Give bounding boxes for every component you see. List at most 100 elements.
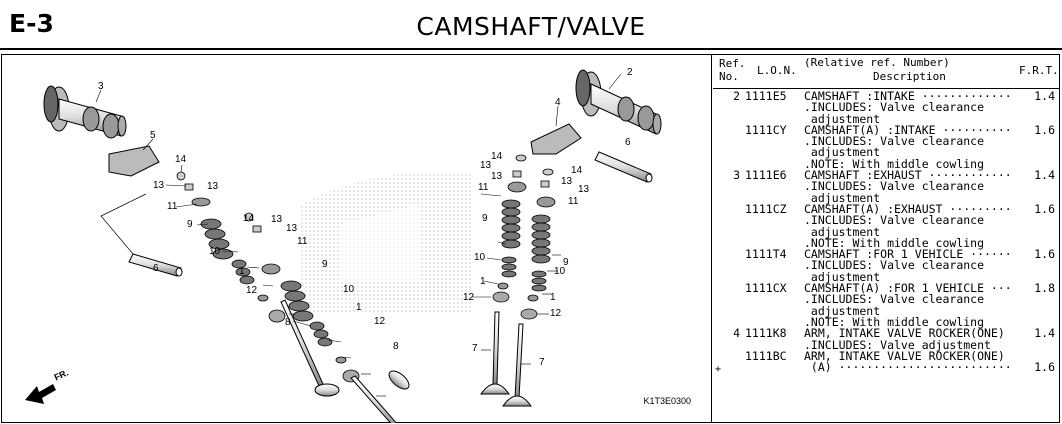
callout-12: 12 <box>246 285 258 296</box>
callout-10: 10 <box>209 246 221 257</box>
description-line: .INCLUDES: Valve clearance <box>804 134 985 149</box>
table-row: 1111CZ CAMSHAFT(A) :EXHAUST ·········.INC… <box>713 201 1060 250</box>
description-line: .INCLUDES: Valve clearance <box>804 292 985 307</box>
callout-13b: 13 <box>207 181 219 192</box>
description-line: adjustment <box>804 111 881 126</box>
front-direction-arrow <box>25 384 56 404</box>
description-line: .NOTE: With middle cowling <box>804 235 985 250</box>
lon-code: 1111CZ <box>745 201 787 216</box>
content-frame <box>1 54 1060 423</box>
callout-13f: 13 <box>491 171 503 182</box>
frt-value: 1.6 <box>1034 201 1055 216</box>
ref-number: 3 <box>733 168 740 183</box>
valve-intake-2 <box>502 323 532 407</box>
callout-10c: 10 <box>474 252 486 263</box>
description-line: ARM, INTAKE VALVE ROCKER(ONE) <box>804 326 1005 341</box>
description-line: adjustment <box>804 224 881 239</box>
callout-13g: 13 <box>561 176 573 187</box>
callout-12c: 12 <box>463 292 475 303</box>
lon-code: 1111E6 <box>745 168 787 183</box>
rocker-shaft-intake <box>594 151 653 183</box>
description-line: adjustment <box>804 303 881 318</box>
header-frt: F.R.T. <box>1019 64 1059 77</box>
table-row: 1111BC ARM, INTAKE VALVE ROCKER(ONE) (A) … <box>713 348 1060 376</box>
frt-value: 1.6 <box>1034 247 1055 262</box>
callout-1c: 1 <box>480 276 486 287</box>
figure-code: K1T3E0300 <box>643 396 691 406</box>
camshaft-intake <box>575 69 662 135</box>
description-line: ARM, INTAKE VALVE ROCKER(ONE) <box>804 348 1005 363</box>
frt-value: 1.4 <box>1034 326 1055 341</box>
frt-value: 1.8 <box>1034 281 1055 296</box>
callout-8b: 8 <box>393 341 399 352</box>
callout-11c: 11 <box>478 182 489 193</box>
ref-number: 2 <box>733 89 740 103</box>
parts-diagram: FR. 3 2 5 4 6 6 14 13 13 11 9 10 1 12 14… <box>1 54 712 423</box>
callout-2: 2 <box>627 67 633 78</box>
table-header: Ref. No. L.O.N. (Relative ref. Number) D… <box>713 54 1060 89</box>
callout-13c: 13 <box>271 214 283 225</box>
description-line: CAMSHAFT :INTAKE ············· <box>804 89 1012 103</box>
header-no: No. <box>719 70 739 83</box>
continuation-mark: + <box>715 364 722 376</box>
callout-14d: 14 <box>571 165 583 176</box>
callout-9d: 9 <box>563 257 569 268</box>
callout-14c: 14 <box>491 151 503 162</box>
exploded-view-drawing <box>25 69 662 423</box>
callout-1: 1 <box>239 266 245 277</box>
description-line: CAMSHAFT(A) :INTAKE ·········· <box>804 122 1012 137</box>
callout-11b: 11 <box>297 236 308 247</box>
description-line: (A) ························· <box>804 360 1012 375</box>
rocker-arm-intake <box>530 123 582 155</box>
page-title: CAMSHAFT/VALVE <box>416 12 646 41</box>
callout-12d: 12 <box>550 308 562 319</box>
lon-code: 1111CY <box>745 122 787 137</box>
description-line: .INCLUDES: Valve clearance <box>804 179 985 194</box>
callout-14b: 14 <box>243 213 255 224</box>
callout-9b: 9 <box>322 259 328 270</box>
page-code: E-3 <box>9 9 54 38</box>
description: ARM, INTAKE VALVE ROCKER(ONE) (A) ······… <box>804 348 1018 375</box>
callout-7: 7 <box>472 343 478 354</box>
valve-intake-1 <box>480 311 510 395</box>
valve-spring-stack-right-2 <box>520 196 556 320</box>
valve-shims <box>176 154 554 233</box>
description-line: CAMSHAFT(A) :FOR 1 VEHICLE ··· <box>804 281 1012 296</box>
description-line: CAMSHAFT :EXHAUST ············ <box>804 168 1012 183</box>
lon-code: 1111BC <box>745 348 787 363</box>
header-relative-ref: (Relative ref. Number) <box>804 56 950 69</box>
description-line: CAMSHAFT :FOR 1 VEHICLE ······ <box>804 247 1012 262</box>
frt-value: 1.4 <box>1034 168 1055 183</box>
callout-6b: 6 <box>625 137 631 148</box>
description-line: .INCLUDES: Valve clearance <box>804 213 985 228</box>
camshaft-exhaust <box>43 85 127 139</box>
callout-3: 3 <box>98 81 104 92</box>
rocker-arm-exhaust <box>108 145 160 177</box>
callout-11: 11 <box>167 201 178 212</box>
description-line: CAMSHAFT(A) :EXHAUST ········· <box>804 201 1012 216</box>
lon-code: 1111K8 <box>745 326 787 341</box>
valve-exhaust-2 <box>350 370 410 423</box>
callout-9: 9 <box>187 219 193 230</box>
description: CAMSHAFT(A) :INTAKE ··········.INCLUDES:… <box>804 122 1018 171</box>
valve-spring-stack-middle <box>261 263 360 383</box>
callout-11d: 11 <box>568 196 579 207</box>
callout-9c: 9 <box>482 213 488 224</box>
description-line: .INCLUDES: Valve adjustment <box>804 337 991 352</box>
description: ARM, INTAKE VALVE ROCKER(ONE).INCLUDES: … <box>804 326 1018 352</box>
callout-6: 6 <box>153 263 159 274</box>
callout-13: 13 <box>153 180 165 191</box>
description-line: .NOTE: With middle cowling <box>804 156 985 171</box>
parts-table: Ref. No. L.O.N. (Relative ref. Number) D… <box>713 54 1060 423</box>
callout-1d: 1 <box>550 292 556 303</box>
callout-12b: 12 <box>374 316 386 327</box>
description: CAMSHAFT(A) :EXHAUST ·········.INCLUDES:… <box>804 201 1018 250</box>
callout-14: 14 <box>175 154 187 165</box>
callout-10b: 10 <box>343 284 355 295</box>
frt-value: 1.4 <box>1034 89 1055 103</box>
brand-watermark <box>301 172 471 314</box>
